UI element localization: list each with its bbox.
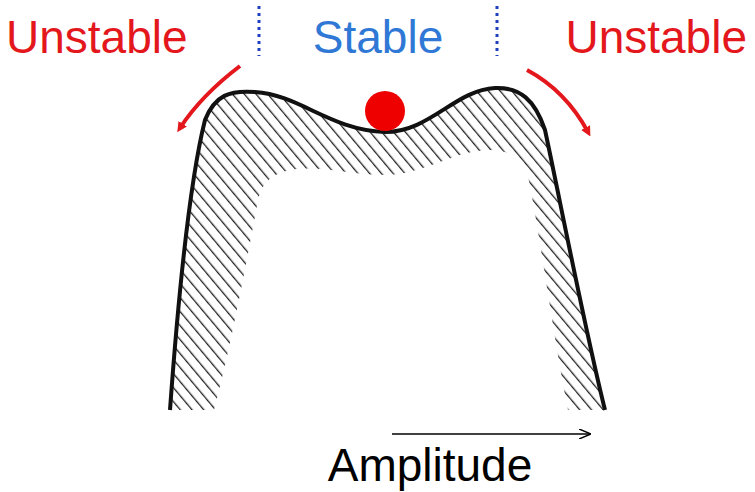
separator-line (258, 6, 261, 56)
region-label: Unstable (565, 12, 747, 63)
roll-arrow (527, 70, 588, 132)
potential-curve (170, 88, 605, 410)
axis-label: Amplitude (328, 440, 533, 491)
region-label: Stable (313, 12, 443, 63)
ball (365, 91, 405, 131)
axis-arrow (392, 433, 590, 435)
hatched-band (170, 88, 605, 410)
separator-line (496, 6, 499, 56)
roll-arrow (180, 66, 240, 128)
region-label: Unstable (6, 12, 188, 63)
